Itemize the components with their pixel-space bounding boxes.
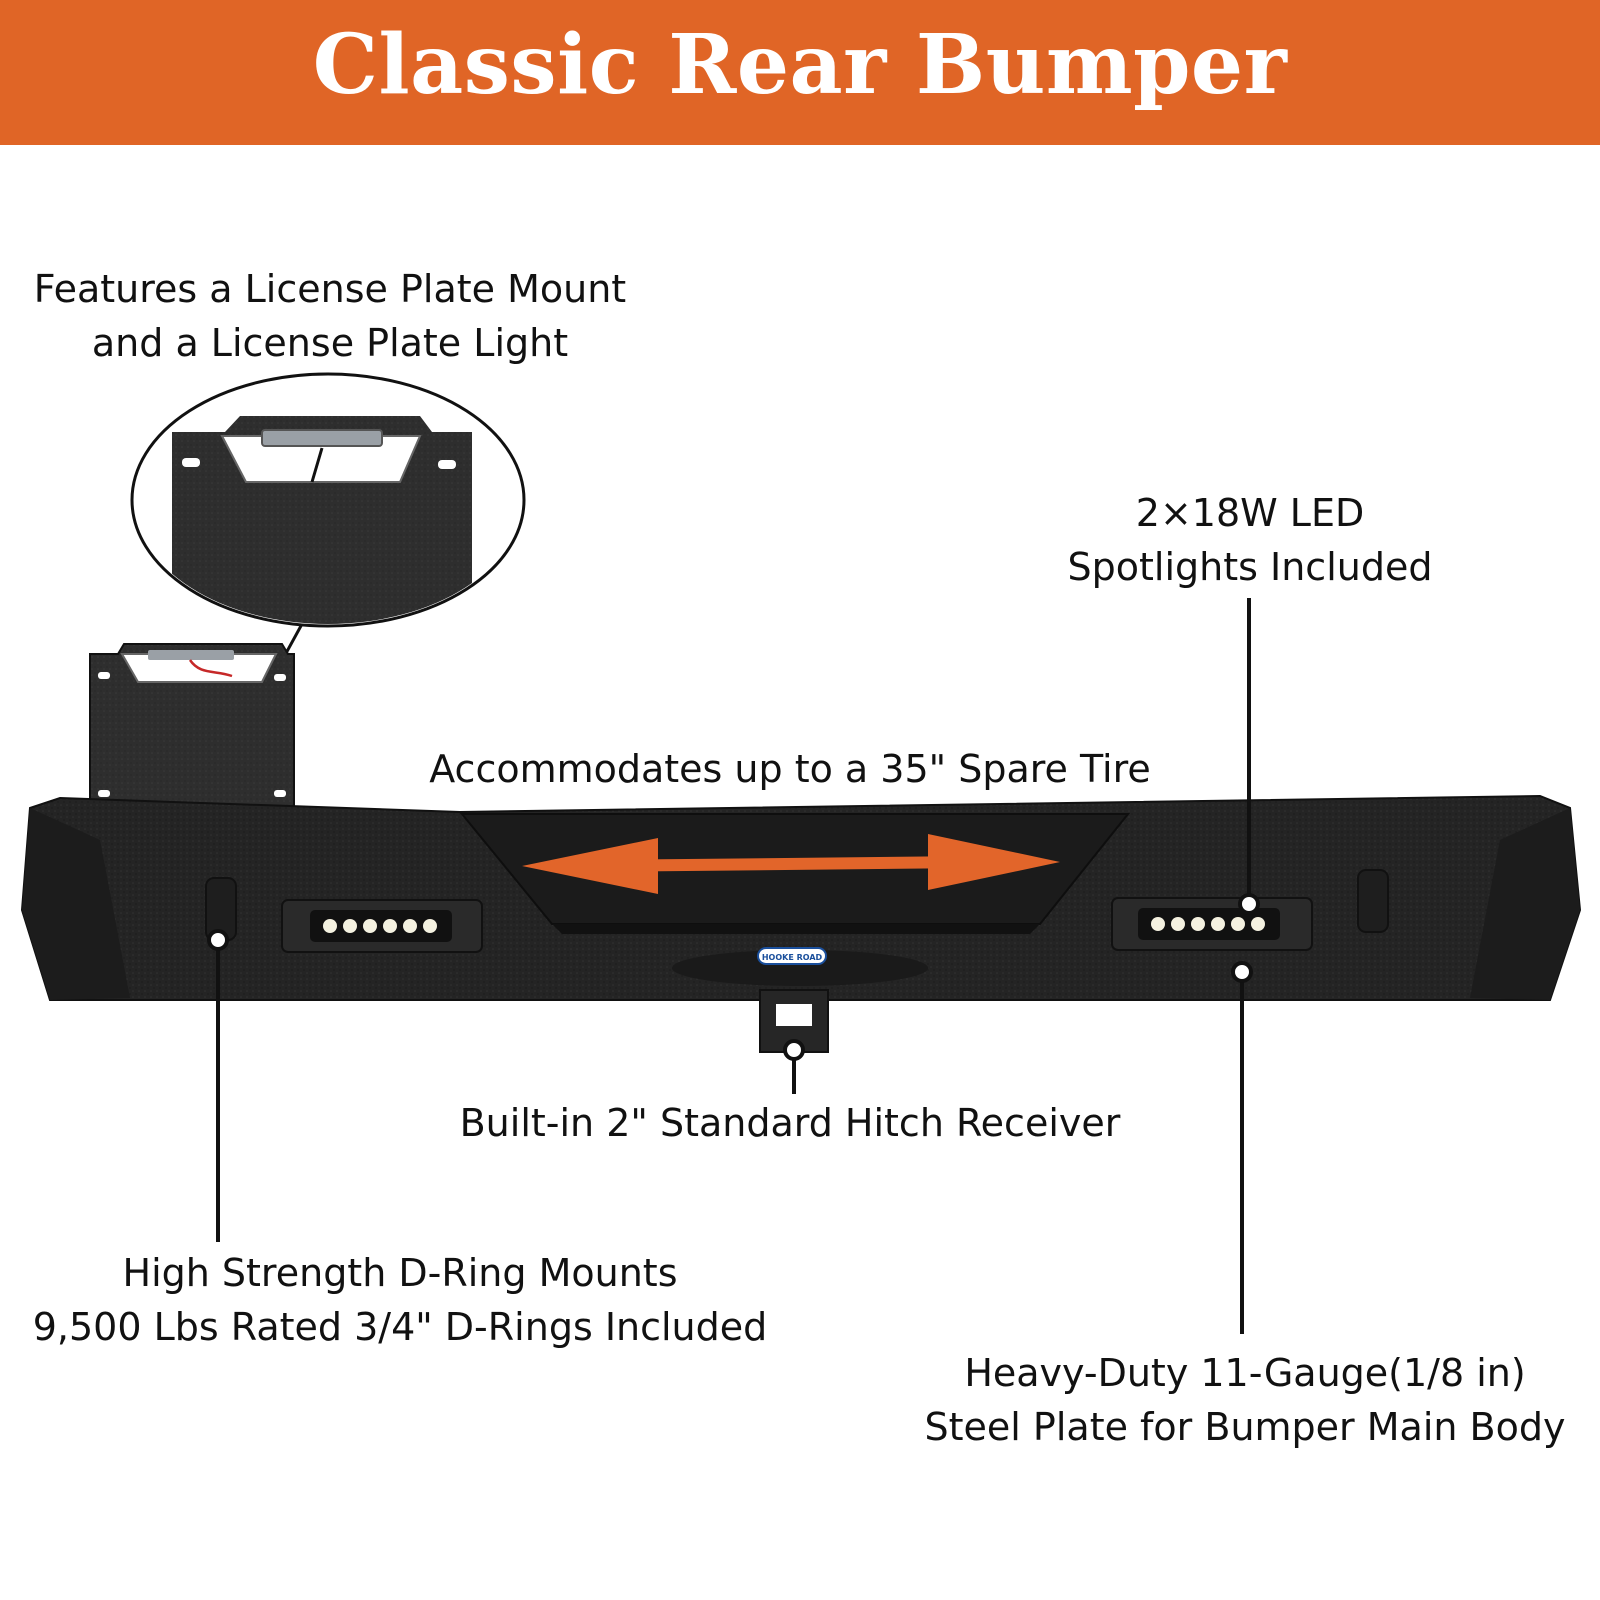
callout-hitch-receiver: Built-in 2" Standard Hitch Receiver: [459, 1101, 1121, 1145]
callout-spare-tire: Accommodates up to a 35" Spare Tire: [429, 747, 1151, 791]
callout-line-steel: [1231, 961, 1253, 1334]
callout-license-plate: Features a License Plate Mount and a Lic…: [33, 267, 627, 365]
spare-tire-arrow-icon: [522, 834, 1060, 894]
license-plate-zoom-circle: [130, 372, 526, 628]
bumper-body: [20, 794, 1582, 1053]
callout-led-spotlights: 2×18W LED Spotlights Included: [1067, 491, 1433, 589]
led-spotlight-left: [323, 919, 437, 933]
brand-badge: [757, 947, 827, 965]
callout-line-led: [1238, 598, 1260, 915]
callout-d-ring: High Strength D-Ring Mounts 9,500 Lbs Ra…: [32, 1251, 768, 1349]
led-spotlight-right: [1151, 917, 1265, 931]
title-banner: [0, 0, 1600, 145]
license-plate-mount: [89, 643, 295, 813]
callout-steel-plate: Heavy-Duty 11-Gauge(1/8 in) Steel Plate …: [924, 1351, 1566, 1449]
brand-badge-text: HOOKE ROAD: [762, 953, 823, 962]
callout-line-hitch: [783, 1039, 805, 1094]
callout-line-d-ring: [207, 929, 229, 1242]
page-title: Classic Rear Bumper: [312, 17, 1288, 113]
